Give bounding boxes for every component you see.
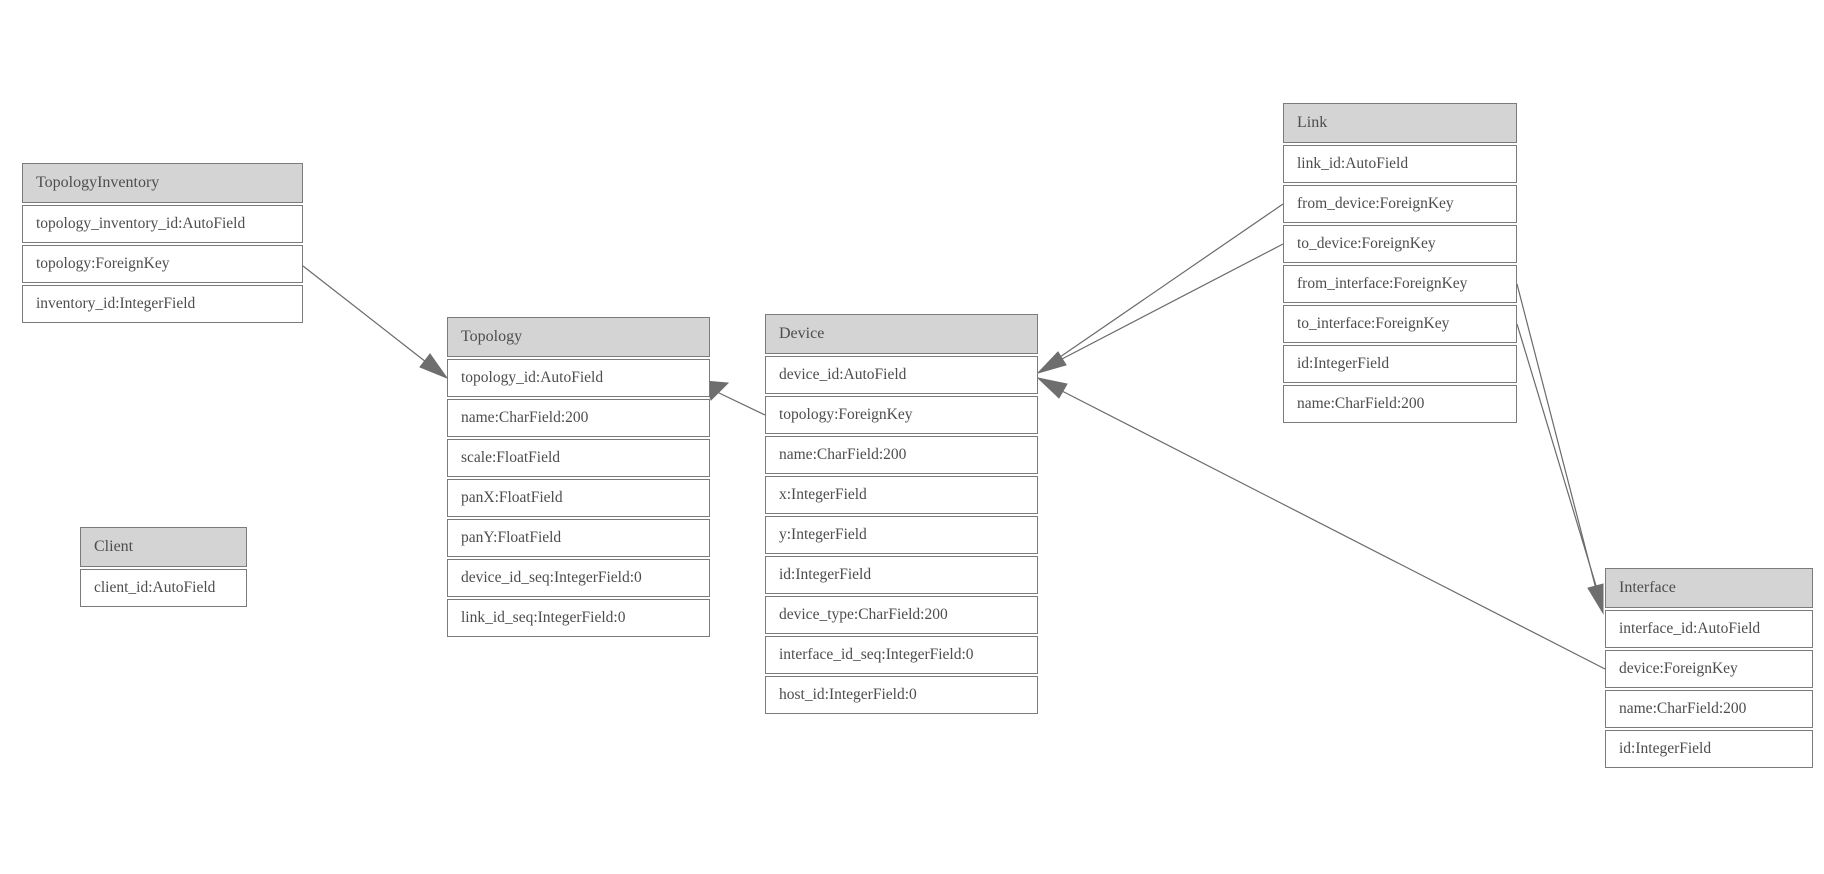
entity-field-row: scale:FloatField — [447, 439, 710, 477]
entity-field-label: topology_id:AutoField — [461, 369, 604, 386]
entity-field-row: device_type:CharField:200 — [765, 596, 1038, 634]
entity-table-title: Link — [1297, 114, 1328, 131]
entity-field-label: interface_id:AutoField — [1619, 620, 1761, 637]
entity-field-row: to_interface:ForeignKey — [1283, 305, 1517, 343]
entity-field-label: name:CharField:200 — [1297, 395, 1425, 412]
entity-field-row: inventory_id:IntegerField — [22, 285, 303, 323]
entity-field-label: panY:FloatField — [461, 529, 562, 546]
entity-field-row: panX:FloatField — [447, 479, 710, 517]
interface-device-to-device-line — [1061, 390, 1606, 670]
entity-field-label: device_type:CharField:200 — [779, 606, 948, 623]
entity-field-label: link_id:AutoField — [1297, 155, 1409, 172]
entity-field-label: id:IntegerField — [779, 566, 872, 583]
entity-field-label: id:IntegerField — [1297, 355, 1390, 372]
entity-field-label: device_id_seq:IntegerField:0 — [461, 569, 642, 586]
entity-field-row: topology:ForeignKey — [765, 396, 1038, 434]
entity-field-row: to_device:ForeignKey — [1283, 225, 1517, 263]
entity-field-label: panX:FloatField — [461, 489, 563, 506]
entity-field-row: panY:FloatField — [447, 519, 710, 557]
device-topology-to-topology-line — [716, 391, 766, 416]
entity-field-row: name:CharField:200 — [1283, 385, 1517, 423]
entity-field-label: from_interface:ForeignKey — [1297, 275, 1468, 292]
entity-table-title: TopologyInventory — [36, 174, 160, 191]
entity-field-label: name:CharField:200 — [779, 446, 907, 463]
entity-field-label: id:IntegerField — [1619, 740, 1712, 757]
entity-field-row: from_interface:ForeignKey — [1283, 265, 1517, 303]
entity-table-header: Link — [1283, 103, 1517, 143]
link-interfaces-to-interface-arrowhead-icon — [1587, 583, 1604, 615]
entity-field-label: y:IntegerField — [779, 526, 867, 543]
entity-field-row: client_id:AutoField — [80, 569, 247, 607]
entity-table-header: Client — [80, 527, 247, 567]
entity-field-label: host_id:IntegerField:0 — [779, 686, 917, 703]
entity-table-topology: Topology topology_id:AutoField name:CharFi… — [447, 317, 710, 637]
entity-table-interface: Interface interface_id:AutoField device:Fo… — [1605, 568, 1813, 768]
entity-field-label: from_device:ForeignKey — [1297, 195, 1454, 212]
entity-field-row: interface_id_seq:IntegerField:0 — [765, 636, 1038, 674]
entity-table-header: Device — [765, 314, 1038, 354]
entity-field-row: device_id_seq:IntegerField:0 — [447, 559, 710, 597]
entity-field-row: device_id:AutoField — [765, 356, 1038, 394]
entity-field-row: link_id_seq:IntegerField:0 — [447, 599, 710, 637]
interface-device-to-device-arrowhead-icon — [1036, 377, 1068, 399]
entity-field-label: to_interface:ForeignKey — [1297, 315, 1450, 332]
entity-field-label: interface_id_seq:IntegerField:0 — [779, 646, 974, 663]
entity-field-row: topology:ForeignKey — [22, 245, 303, 283]
entity-table-client: Client client_id:AutoField — [80, 527, 247, 607]
link-from-device-to-device-line — [1059, 203, 1284, 358]
entity-field-row: from_device:ForeignKey — [1283, 185, 1517, 223]
link-from-device-to-device-arrowhead-icon — [1036, 351, 1067, 374]
entity-field-label: link_id_seq:IntegerField:0 — [461, 609, 626, 626]
entity-field-label: to_device:ForeignKey — [1297, 235, 1436, 252]
topologyinventory-topology-to-topology-arrowhead-icon — [419, 353, 449, 380]
entity-field-row: topology_id:AutoField — [447, 359, 710, 397]
link-interfaces-to-interface-line — [1516, 283, 1597, 590]
entity-table-topologyinventory: TopologyInventory topology_inventory_id:A… — [22, 163, 303, 323]
entity-field-label: scale:FloatField — [461, 449, 561, 466]
entity-field-row: name:CharField:200 — [1605, 690, 1813, 728]
entity-table-title: Device — [779, 325, 825, 342]
entity-table-device: Device device_id:AutoField topology:Foreig… — [765, 314, 1038, 714]
entity-field-label: topology:ForeignKey — [36, 255, 170, 272]
entity-field-row: name:CharField:200 — [765, 436, 1038, 474]
link-from-device-to-device-line — [1059, 243, 1284, 361]
entity-table-header: TopologyInventory — [22, 163, 303, 203]
entity-field-row: y:IntegerField — [765, 516, 1038, 554]
entity-field-row: link_id:AutoField — [1283, 145, 1517, 183]
entity-field-label: name:CharField:200 — [1619, 700, 1747, 717]
entity-field-row: name:CharField:200 — [447, 399, 710, 437]
entity-field-row: host_id:IntegerField:0 — [765, 676, 1038, 714]
entity-table-link: Link link_id:AutoField from_device:Foreign… — [1283, 103, 1517, 423]
entity-field-row: id:IntegerField — [1605, 730, 1813, 768]
entity-table-header: Topology — [447, 317, 710, 357]
topologyinventory-topology-to-topology-line — [302, 265, 427, 363]
entity-table-title: Topology — [461, 328, 523, 345]
entity-field-label: device_id:AutoField — [779, 366, 907, 383]
entity-field-label: device:ForeignKey — [1619, 660, 1738, 677]
entity-field-row: topology_inventory_id:AutoField — [22, 205, 303, 243]
entity-field-row: interface_id:AutoField — [1605, 610, 1813, 648]
entity-field-label: topology:ForeignKey — [779, 406, 913, 423]
entity-table-title: Client — [94, 538, 134, 555]
entity-table-title: Interface — [1619, 579, 1676, 596]
entity-field-label: inventory_id:IntegerField — [36, 295, 196, 312]
entity-field-row: id:IntegerField — [1283, 345, 1517, 383]
entity-field-row: id:IntegerField — [765, 556, 1038, 594]
entity-field-label: topology_inventory_id:AutoField — [36, 215, 246, 232]
link-interfaces-to-interface-line — [1516, 323, 1598, 590]
entity-field-label: client_id:AutoField — [94, 579, 216, 596]
entity-field-row: device:ForeignKey — [1605, 650, 1813, 688]
entity-field-label: x:IntegerField — [779, 486, 867, 503]
entity-field-row: x:IntegerField — [765, 476, 1038, 514]
entity-field-label: name:CharField:200 — [461, 409, 589, 426]
entity-table-header: Interface — [1605, 568, 1813, 608]
